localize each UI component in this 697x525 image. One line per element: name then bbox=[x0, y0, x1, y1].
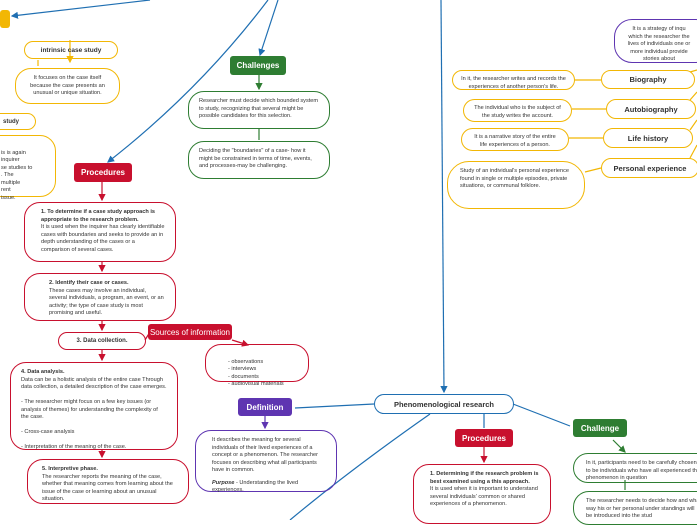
phen-challenge-item-1[interactable]: In it, participants need to be carefully… bbox=[573, 453, 697, 483]
proc-2-body: These cases may involve an individual, s… bbox=[49, 287, 164, 317]
definition-body: It describes the meaning for several ind… bbox=[212, 437, 318, 474]
definition-description[interactable]: It describes the meaning for several ind… bbox=[195, 430, 337, 494]
biography-node[interactable]: Biography bbox=[601, 70, 695, 89]
proc-4-title: 4. Data analysis. bbox=[21, 369, 65, 375]
life-history-description[interactable]: It is a narrative story of the entire li… bbox=[461, 128, 569, 151]
intrinsic-desc-text: It focuses on the case itself because th… bbox=[30, 75, 105, 97]
challenge-1-text: Researcher must decide which bounded sys… bbox=[199, 98, 319, 120]
study-partial-label: study bbox=[2, 118, 19, 125]
phenomenological-research-node[interactable]: Phenomenological research bbox=[374, 394, 514, 414]
biography-label: Biography bbox=[629, 75, 667, 84]
challenge-item-2[interactable]: Deciding the "boundaries" of a case- how… bbox=[188, 141, 330, 179]
phen-procedures-label: Procedures bbox=[461, 433, 507, 443]
challenge-2-text: Deciding the "boundaries" of a case- how… bbox=[199, 148, 312, 170]
life-history-desc-text: It is a narrative story of the entire li… bbox=[474, 134, 556, 148]
personal-experience-desc-text: Study of an individual's personal experi… bbox=[460, 168, 569, 190]
sources-list-text: - observations - interviews - documents … bbox=[228, 358, 284, 388]
procedure-step-4[interactable]: 4. Data analysis. Data can be a holistic… bbox=[10, 362, 178, 450]
challenges-header[interactable]: Challenges bbox=[230, 56, 286, 75]
narrative-desc-text: It is a strategy of inqu which the resea… bbox=[627, 26, 691, 63]
procedures-label: Procedures bbox=[80, 168, 126, 177]
life-history-label: Life history bbox=[627, 133, 669, 143]
purpose-body: - Understanding the lived experiences. bbox=[212, 479, 299, 494]
challenge-item-1[interactable]: Researcher must decide which bounded sys… bbox=[188, 91, 330, 129]
procedure-step-1[interactable]: 1. To determine if a case study approach… bbox=[24, 202, 176, 262]
case-type-header[interactable] bbox=[0, 10, 10, 28]
definition-label: Definition bbox=[246, 402, 284, 412]
proc-4-body: Data can be a holistic analysis of the e… bbox=[21, 376, 167, 451]
phen-proc-1-body: It is used when it is important to under… bbox=[430, 486, 538, 508]
biography-desc-text: In it, the researcher writes and records… bbox=[461, 76, 566, 90]
phen-challenge-header[interactable]: Challenge bbox=[573, 419, 627, 437]
narrative-description[interactable]: It is a strategy of inqu which the resea… bbox=[614, 19, 697, 63]
study-partial-desc-text: is is again inquirer se studies to . The… bbox=[1, 149, 33, 201]
life-history-node[interactable]: Life history bbox=[603, 128, 693, 148]
definition-header[interactable]: Definition bbox=[238, 398, 292, 416]
intrinsic-description[interactable]: It focuses on the case itself because th… bbox=[15, 68, 120, 104]
intrinsic-case-study-node[interactable]: intrinsic case study bbox=[24, 41, 118, 59]
purpose-label: Purpose bbox=[212, 479, 235, 486]
biography-description[interactable]: In it, the researcher writes and records… bbox=[452, 70, 575, 90]
personal-experience-label: Personal experience bbox=[613, 163, 687, 173]
phen-procedures-header[interactable]: Procedures bbox=[455, 429, 513, 447]
phen-procedure-step-1[interactable]: 1. Determining if the research problem i… bbox=[413, 464, 551, 524]
proc-5-title: 5. Interpretive phase. bbox=[42, 466, 98, 472]
procedure-step-2[interactable]: 2. Identify their case or cases. These c… bbox=[24, 273, 176, 321]
sources-header[interactable]: Sources of information bbox=[148, 324, 232, 340]
proc-1-title: 1. To determine if a case study approach… bbox=[41, 209, 155, 223]
proc-1-body: It is used when the inquirer has clearly… bbox=[41, 224, 165, 253]
study-partial-node[interactable]: study bbox=[0, 113, 36, 130]
sources-list[interactable]: - observations - interviews - documents … bbox=[205, 344, 309, 387]
proc-5-body: The researcher reports the meaning of th… bbox=[42, 473, 173, 503]
proc-3-text: 3. Data collection. bbox=[76, 338, 128, 344]
autobiography-description[interactable]: The individual who is the subject of the… bbox=[463, 99, 572, 122]
phen-challenge-label: Challenge bbox=[580, 423, 620, 433]
intrinsic-label: intrinsic case study bbox=[40, 46, 102, 54]
phen-challenge-2-text: The researcher needs to decide how and w… bbox=[586, 498, 697, 520]
procedure-step-3[interactable]: 3. Data collection. bbox=[58, 332, 146, 350]
personal-experience-node[interactable]: Personal experience bbox=[601, 158, 697, 178]
proc-2-title: 2. Identify their case or cases. bbox=[49, 280, 129, 286]
phen-challenge-1-text: In it, participants need to be carefully… bbox=[586, 460, 697, 482]
procedures-header[interactable]: Procedures bbox=[74, 163, 132, 182]
sources-label: Sources of information bbox=[149, 327, 231, 337]
phenomenological-label: Phenomenological research bbox=[393, 399, 495, 409]
procedure-step-5[interactable]: 5. Interpretive phase. The researcher re… bbox=[27, 459, 189, 504]
study-partial-description[interactable]: is is again inquirer se studies to . The… bbox=[0, 135, 56, 201]
personal-experience-description[interactable]: Study of an individual's personal experi… bbox=[447, 161, 585, 209]
phen-proc-1-title: 1. Determining if the research problem i… bbox=[430, 471, 539, 485]
autobiography-desc-text: The individual who is the subject of the… bbox=[474, 105, 561, 119]
autobiography-label: Autobiography bbox=[624, 104, 678, 114]
challenges-label: Challenges bbox=[236, 61, 280, 70]
autobiography-node[interactable]: Autobiography bbox=[606, 99, 696, 119]
